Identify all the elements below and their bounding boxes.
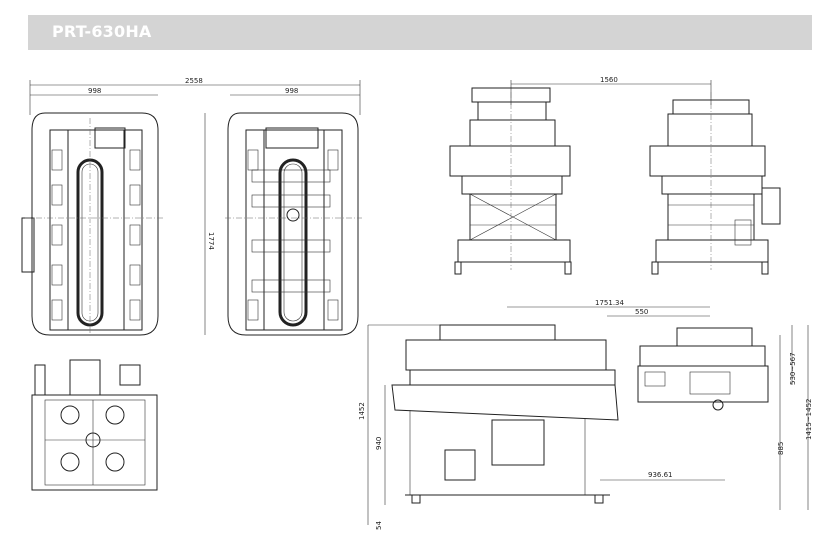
dim-overall-width: 2558	[185, 77, 203, 85]
side-view	[31, 359, 158, 491]
dim-stroke-range: 530~567	[789, 352, 797, 385]
dim-side-height: 885	[777, 442, 785, 455]
dim-table-offset: 550	[635, 308, 648, 316]
dim-height-range: 1415~1452	[805, 399, 813, 441]
dim-left-half: 998	[88, 87, 101, 95]
dim-right-half: 998	[285, 87, 298, 95]
dim-depth: 1774	[207, 232, 215, 250]
dim-base-height: 940	[375, 437, 383, 450]
dim-front-span: 1560	[600, 76, 618, 84]
dim-lower-reach: 936.61	[648, 471, 673, 479]
page-title: PRT-630HA	[52, 22, 152, 41]
top-view: 2558 998 998 1774	[21, 77, 362, 336]
front-view-a: 1560	[449, 76, 712, 275]
title-bar: PRT-630HA	[28, 15, 812, 50]
dim-total-height: 1452	[358, 402, 366, 420]
dim-horizontal-reach: 1751.34	[595, 299, 624, 307]
dim-foot-height: 54	[375, 521, 383, 530]
elevation-view: 1452 940 54 1751.34 550 936.61	[358, 299, 813, 530]
front-view-b	[649, 92, 781, 275]
